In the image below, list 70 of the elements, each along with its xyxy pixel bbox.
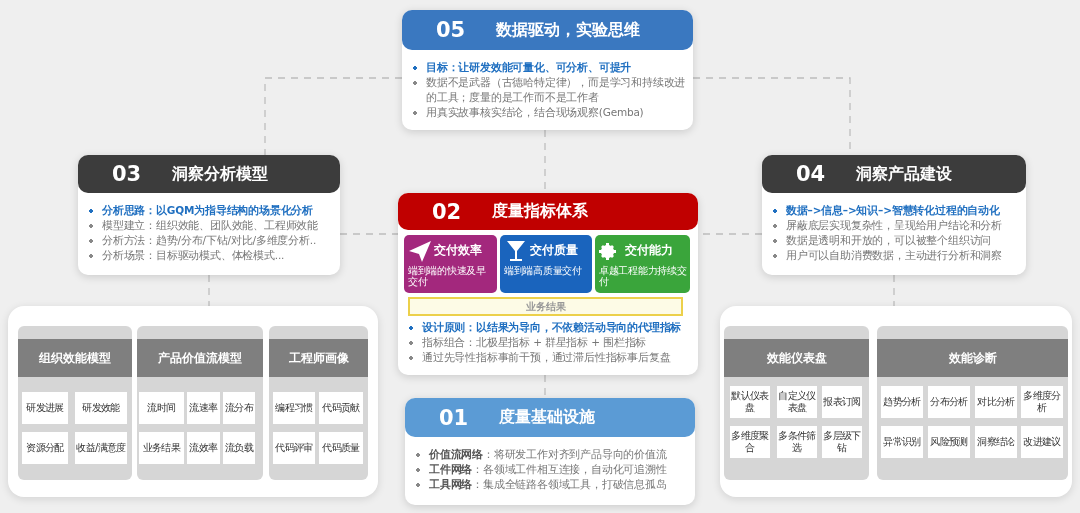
bullet-item: 数据不是武器（古德哈特定律），而是学习和持续改进的工具；度量的是工作而不是工作者 bbox=[412, 75, 687, 105]
metric-cell: 研发效能 bbox=[75, 392, 127, 424]
model-group bbox=[877, 326, 1068, 480]
metric-cell: 分布分析 bbox=[928, 386, 970, 418]
card-title: 度量基础设施 bbox=[499, 407, 595, 428]
metric-cell: 趋势分析 bbox=[881, 386, 923, 418]
model-group bbox=[724, 326, 869, 480]
group-header: 产品价值流模型 bbox=[137, 339, 263, 377]
metric-cell: 多条件筛选 bbox=[777, 426, 817, 458]
metric-cell: 异常识别 bbox=[881, 426, 923, 458]
metric-cell: 对比分析 bbox=[975, 386, 1017, 418]
metric-cell: 流效率 bbox=[187, 432, 220, 464]
metric-cell: 编程习惯 bbox=[273, 392, 315, 424]
metric-cell: 业务结果 bbox=[139, 432, 184, 464]
info-card bbox=[398, 193, 698, 375]
metric-cell: 研发进展 bbox=[22, 392, 68, 424]
tile-subtitle: 端到端高质量交付 bbox=[504, 265, 583, 276]
metric-cell: 代码评审 bbox=[273, 432, 315, 464]
metric-cell: 收益/满意度 bbox=[75, 432, 127, 464]
metric-cell: 流负载 bbox=[223, 432, 255, 464]
group-header: 组织效能模型 bbox=[18, 339, 132, 377]
metric-cell: 流速率 bbox=[187, 392, 220, 424]
metric-tile bbox=[404, 235, 497, 293]
section-number: 03 bbox=[112, 162, 143, 186]
metric-cell: 多维度分析 bbox=[1021, 386, 1063, 418]
metric-cell: 报表订阅 bbox=[822, 386, 862, 418]
connector bbox=[264, 77, 403, 156]
section-number: 05 bbox=[436, 18, 467, 42]
connector bbox=[208, 274, 210, 307]
metric-cell: 洞察结论 bbox=[975, 426, 1017, 458]
metric-cell: 多维度聚合 bbox=[730, 426, 770, 458]
metric-cell: 风险预测 bbox=[928, 426, 970, 458]
metric-cell: 代码贡献 bbox=[319, 392, 363, 424]
card-title: 洞察产品建设 bbox=[856, 163, 952, 185]
group-header: 效能仪表盘 bbox=[724, 339, 869, 377]
connector bbox=[893, 274, 895, 307]
section-number: 04 bbox=[796, 162, 827, 186]
metric-cell: 改进建议 bbox=[1021, 426, 1063, 458]
model-group bbox=[269, 326, 368, 480]
tile-title: 交付质量 bbox=[530, 242, 578, 259]
tile-title: 交付效率 bbox=[434, 242, 482, 259]
metric-cell: 自定义仪表盘 bbox=[777, 386, 817, 418]
info-card bbox=[402, 10, 693, 130]
connector bbox=[339, 233, 399, 235]
model-group bbox=[18, 326, 132, 480]
metric-tile bbox=[500, 235, 592, 293]
card-title: 数据驱动，实验思维 bbox=[496, 19, 640, 41]
info-card bbox=[78, 155, 340, 275]
metric-cell: 多层级下钻 bbox=[822, 426, 862, 458]
model-group bbox=[137, 326, 263, 480]
metric-cell: 流时间 bbox=[139, 392, 184, 424]
tile-subtitle: 卓越工程能力持续交付 bbox=[599, 265, 688, 287]
result-bar: 业务结果 bbox=[408, 297, 683, 316]
info-card bbox=[405, 398, 695, 505]
metric-tile bbox=[595, 235, 690, 293]
metric-cell: 流分布 bbox=[223, 392, 255, 424]
metric-cell: 资源分配 bbox=[22, 432, 68, 464]
panel bbox=[8, 306, 378, 497]
metric-cell: 默认仪表盘 bbox=[730, 386, 770, 418]
card-title: 洞察分析模型 bbox=[172, 163, 268, 185]
section-number: 02 bbox=[432, 199, 463, 224]
info-card bbox=[762, 155, 1026, 275]
section-number: 01 bbox=[439, 405, 470, 430]
group-header: 工程师画像 bbox=[269, 339, 368, 377]
tile-title: 交付能力 bbox=[625, 242, 673, 259]
panel bbox=[720, 306, 1072, 497]
metric-cell: 代码质量 bbox=[319, 432, 363, 464]
group-header: 效能诊断 bbox=[877, 339, 1068, 377]
tile-subtitle: 端到端的快速及早交付 bbox=[408, 265, 487, 287]
card-title: 度量指标体系 bbox=[492, 201, 588, 222]
